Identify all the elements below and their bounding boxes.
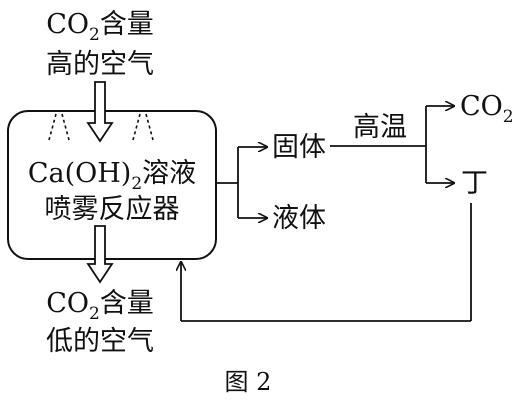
solid-label: 固体 [272, 132, 326, 163]
output-arrow-icon [86, 225, 114, 284]
co2-product-label: CO2 [460, 91, 514, 127]
branch-connector [216, 147, 267, 218]
product-d-label: 丁 [461, 168, 488, 199]
reactor-label-line2: 喷雾反应器 [45, 194, 180, 225]
condition-label: 高温 [353, 112, 407, 143]
recycle-line [181, 203, 472, 322]
input-arrow-icon [86, 81, 114, 143]
input-air-label-line2: 高的空气 [46, 49, 154, 80]
spray-nozzles-icon [48, 113, 154, 141]
heating-connector [330, 106, 454, 183]
reactor-label-line1: Ca(OH)2溶液 [28, 158, 196, 194]
output-air-label-line2: 低的空气 [46, 326, 154, 357]
figure-caption: 图 2 [225, 368, 272, 396]
input-air-label-line1: CO2含量 [46, 9, 154, 45]
reactor-box [7, 110, 217, 260]
output-air-label-line1: CO2含量 [46, 288, 154, 324]
liquid-label: 液体 [272, 203, 326, 234]
